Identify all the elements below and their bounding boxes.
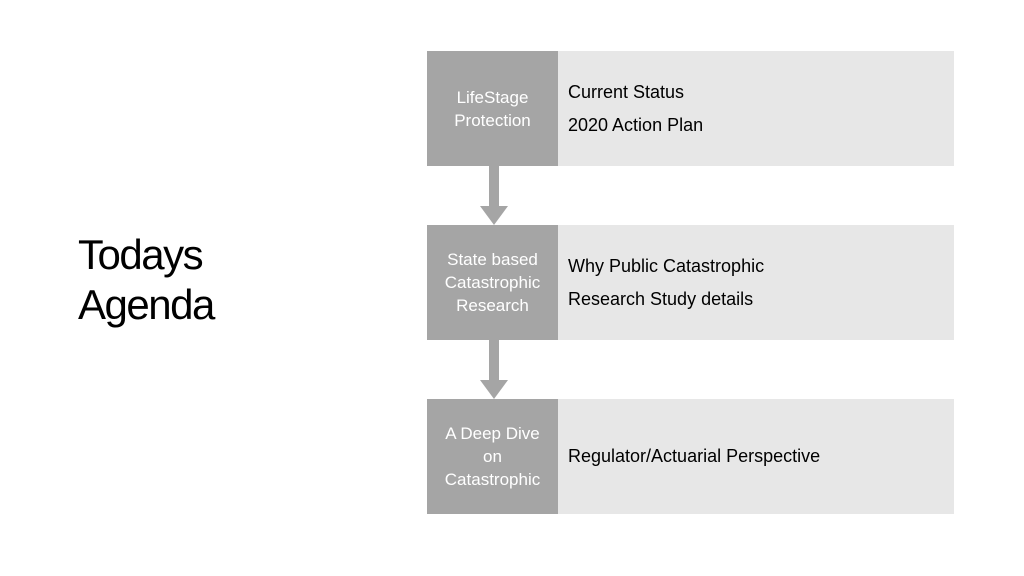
stage-label-line: Research: [456, 296, 529, 315]
process-stage-lifestage-protection: LifeStage Protection Current Status 2020…: [427, 51, 954, 166]
down-arrow-icon: [480, 340, 508, 400]
page-title-line: Todays: [78, 231, 204, 278]
down-arrow-icon: [480, 166, 508, 226]
stage-detail-item: Why Public Catastrophic: [568, 255, 765, 276]
process-stage-deep-dive: A Deep Dive on Catastrophic Regulator/Ac…: [427, 399, 954, 514]
arrow-shaft: [489, 166, 499, 208]
stage-label-line: Protection: [454, 110, 531, 130]
stage-detail-item: Research Study details: [568, 288, 754, 309]
stage-detail-panel: Regulator/Actuarial Perspective: [558, 399, 954, 514]
stage-label-line: Catastrophic: [444, 470, 541, 489]
arrow-shaft: [489, 340, 499, 382]
stage-detail-panel: Current Status 2020 Action Plan: [558, 51, 954, 166]
page-title: Todays Agenda: [78, 230, 338, 330]
stage-label-line: Catastrophic: [444, 273, 541, 292]
stage-label-line: A Deep Dive: [445, 424, 540, 443]
arrow-head: [480, 380, 508, 399]
stage-detail-item: Current Status: [568, 81, 685, 102]
stage-detail-panel: Why Public Catastrophic Research Study d…: [558, 225, 954, 340]
arrow-head: [480, 206, 508, 225]
stage-label-line: LifeStage: [456, 87, 529, 107]
stage-label-box: State based Catastrophic Research: [427, 225, 558, 340]
stage-label-line: on: [483, 447, 502, 466]
page-title-line: Agenda: [78, 281, 215, 328]
stage-label-box: A Deep Dive on Catastrophic: [427, 399, 558, 514]
stage-detail-item: Regulator/Actuarial Perspective: [568, 446, 821, 466]
stage-detail-item: 2020 Action Plan: [568, 114, 704, 135]
stage-label-box: LifeStage Protection: [427, 51, 558, 166]
process-stage-catastrophic-research: State based Catastrophic Research Why Pu…: [427, 225, 954, 340]
stage-label-line: State based: [447, 250, 538, 269]
